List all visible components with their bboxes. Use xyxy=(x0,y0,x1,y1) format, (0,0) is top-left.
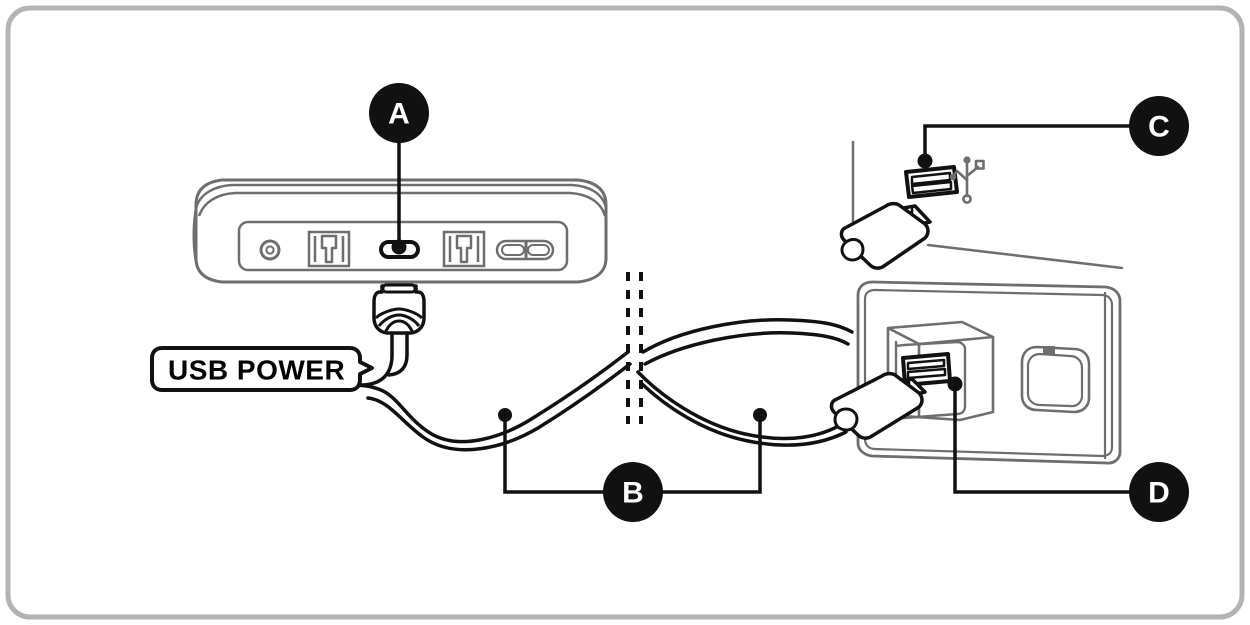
ethernet-port-left xyxy=(307,230,351,268)
rounded-square-button[interactable] xyxy=(1020,345,1091,414)
usb-power-label: USB POWER xyxy=(150,346,374,392)
callout-c[interactable]: C xyxy=(1129,96,1189,156)
cable-lower-after-break xyxy=(641,318,854,366)
hub-device xyxy=(192,178,608,284)
usb-a-plug-wall-plate xyxy=(829,371,927,440)
hub-top-seam xyxy=(194,183,608,209)
callout-a-label: A xyxy=(388,98,410,131)
callout-a-circle[interactable] xyxy=(369,83,429,143)
wall-plate-device xyxy=(856,280,1122,465)
power-slider-switch[interactable] xyxy=(495,239,555,261)
usb-a-plug-wall-outlet xyxy=(839,201,932,270)
wall-usb-outlet xyxy=(904,156,985,204)
usb-trident-icon xyxy=(949,156,985,204)
cable-break-marks xyxy=(626,272,643,424)
callout-b-label: B xyxy=(622,477,644,510)
callout-leader-dots xyxy=(391,153,963,422)
leader-dot-d xyxy=(947,376,963,392)
hub-top-seam-2 xyxy=(197,191,607,217)
usb-a-port-wall xyxy=(904,165,959,199)
callout-c-label: C xyxy=(1148,111,1170,144)
reset-pinhole-port xyxy=(259,239,281,261)
hub-left-edge xyxy=(192,207,198,263)
callout-d[interactable]: D xyxy=(1129,462,1189,522)
callout-b[interactable]: B xyxy=(603,462,663,522)
callout-c-circle[interactable] xyxy=(1129,96,1189,156)
callout-a[interactable]: A xyxy=(369,83,429,143)
cable-branch-to-wall-plate xyxy=(636,370,848,447)
usb-a-port-plate xyxy=(901,352,952,387)
background-wall-lines xyxy=(851,140,1124,270)
leader-d xyxy=(953,386,1131,494)
diagram-frame xyxy=(5,5,1245,620)
usb-c-connector-plug xyxy=(372,283,426,355)
callout-b-circle[interactable] xyxy=(603,462,663,522)
leader-dot-b-left xyxy=(498,408,512,422)
callout-leaders xyxy=(397,124,1131,494)
leader-dot-c xyxy=(917,153,933,169)
leader-b xyxy=(503,413,762,494)
usb-power-label-text: USB POWER xyxy=(168,355,345,386)
callout-d-label: D xyxy=(1148,477,1170,510)
leader-dot-a xyxy=(391,239,407,255)
leader-c xyxy=(923,124,1131,165)
leader-dot-b-right xyxy=(753,408,767,422)
callout-d-circle[interactable] xyxy=(1129,462,1189,522)
ethernet-port-right xyxy=(442,230,486,268)
